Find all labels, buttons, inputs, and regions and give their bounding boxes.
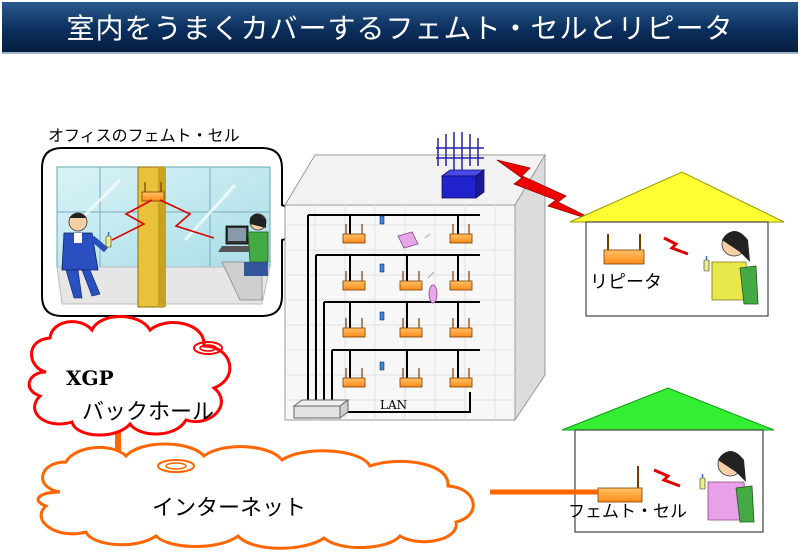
xgp-backhaul-cloud [27,315,232,437]
femtocell-person [699,451,755,523]
lan-label: LAN [380,398,408,412]
office-person-phone [61,212,112,299]
pink-laptop-icon [397,231,419,249]
pink-phone-icon [428,284,438,304]
lan-wiring [307,214,480,413]
office-building [284,153,546,422]
femtocell-label: フェムト・セル [568,502,687,522]
repeater-person [703,231,759,305]
repeater-signal [663,236,689,256]
repeater-house-roof [569,171,785,223]
base-station [436,132,486,199]
xgp-label: XGP [66,366,114,390]
title-bar: 室内をうまくカバーするフェムト・セルとリピータ [2,2,798,54]
femtocell-house [561,387,775,533]
office-callout [41,147,339,317]
office-signal-left [111,199,153,241]
slide-title: 室内をうまくカバーするフェムト・セルとリピータ [66,12,734,45]
office-femtocell-label: オフィスのフェムト・セル [48,126,240,145]
internet-cloud [36,442,475,550]
backhaul-label: バックホール [82,400,215,425]
repeater-label: リピータ [590,272,662,293]
office-person-laptop [218,213,269,276]
office-signal-right [159,199,215,239]
internet-label: インターネット [152,496,307,521]
lan-gateway [292,399,350,419]
femtocell-house-roof [561,387,775,431]
repeater-router [603,234,645,265]
femtocell-signal [653,468,681,488]
home-femtocell-router [597,466,643,503]
repeater-house [569,171,785,317]
